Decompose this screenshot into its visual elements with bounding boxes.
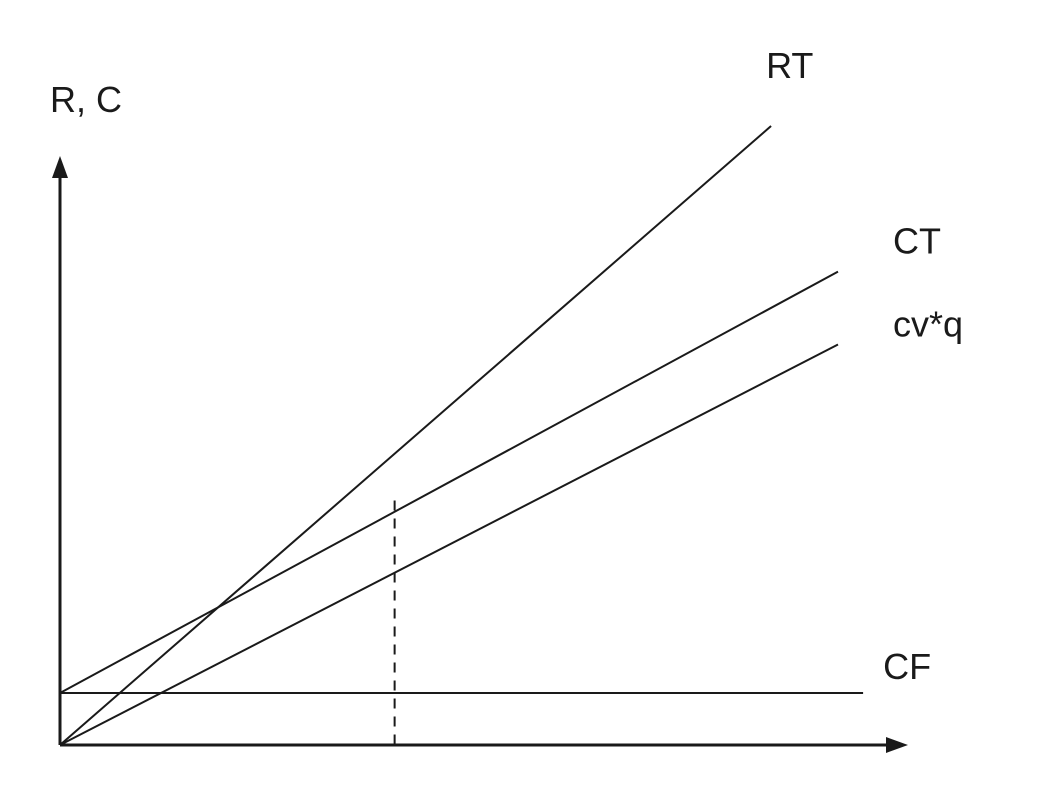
series-line-cv-q — [59, 343, 839, 746]
series-label-cf: CF — [883, 646, 931, 687]
x-axis-arrowhead — [886, 737, 908, 753]
series-line-rt — [59, 125, 772, 746]
series-label-ct: CT — [893, 221, 941, 262]
y-axis-arrowhead — [52, 156, 68, 178]
series-line-ct — [59, 270, 839, 694]
y-axis-label: R, C — [50, 79, 122, 120]
series-label-cv-q: cv*q — [893, 303, 963, 344]
series-group: RT CT cv*qCF — [59, 45, 963, 746]
series-label-rt: RT — [766, 45, 813, 86]
